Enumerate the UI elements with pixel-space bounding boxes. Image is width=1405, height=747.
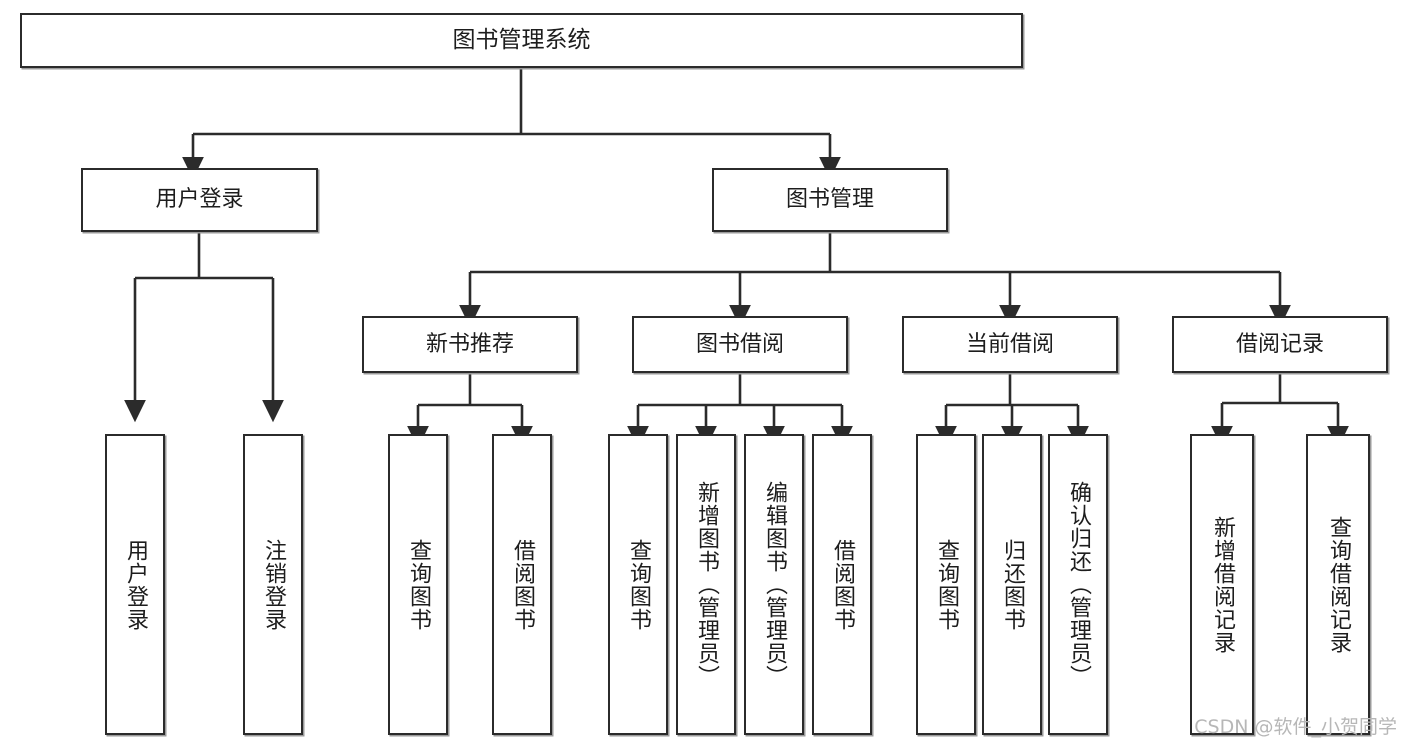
node-book-management[interactable]: 图书管理	[712, 168, 948, 232]
node-root-system[interactable]: 图书管理系统	[20, 13, 1023, 68]
node-label: 确认归还（管理员）	[1065, 481, 1091, 688]
node-leaf-query-book-recommend[interactable]: 查询图书	[388, 434, 448, 735]
node-label: 图书借阅	[695, 331, 784, 357]
node-leaf-user-login[interactable]: 用户登录	[105, 434, 165, 735]
node-label: 当前借阅	[965, 331, 1054, 357]
node-leaf-borrow-book[interactable]: 借阅图书	[812, 434, 872, 735]
node-leaf-query-book-borrow[interactable]: 查询图书	[608, 434, 668, 735]
node-label: 图书管理	[785, 187, 874, 213]
node-label: 编辑图书（管理员）	[761, 481, 787, 688]
node-label: 新增借阅记录	[1209, 515, 1235, 654]
node-label: 用户登录	[155, 187, 244, 213]
node-user-login[interactable]: 用户登录	[81, 168, 318, 232]
node-label: 归还图书	[999, 538, 1025, 631]
node-label: 借阅图书	[829, 538, 855, 631]
node-leaf-query-book-current[interactable]: 查询图书	[916, 434, 976, 735]
node-new-book-recommend[interactable]: 新书推荐	[362, 316, 578, 373]
node-leaf-add-book-admin[interactable]: 新增图书（管理员）	[676, 434, 736, 735]
csdn-watermark: CSDN @软件_小贺同学	[1194, 716, 1397, 738]
node-current-borrow[interactable]: 当前借阅	[902, 316, 1118, 373]
node-leaf-logout[interactable]: 注销登录	[243, 434, 303, 735]
node-label: 图书管理系统	[452, 26, 591, 53]
node-label: 新书推荐	[425, 331, 514, 357]
node-leaf-edit-book-admin[interactable]: 编辑图书（管理员）	[744, 434, 804, 735]
node-book-borrow[interactable]: 图书借阅	[632, 316, 848, 373]
node-label: 查询图书	[933, 538, 959, 631]
node-label: 查询图书	[405, 538, 431, 631]
node-label: 新增图书（管理员）	[693, 481, 719, 688]
node-leaf-confirm-return-admin[interactable]: 确认归还（管理员）	[1048, 434, 1108, 735]
node-borrow-record[interactable]: 借阅记录	[1172, 316, 1388, 373]
node-label: 注销登录	[260, 538, 286, 631]
node-leaf-query-borrow-record[interactable]: 查询借阅记录	[1306, 434, 1370, 735]
node-leaf-add-borrow-record[interactable]: 新增借阅记录	[1190, 434, 1254, 735]
node-label: 查询借阅记录	[1325, 515, 1351, 654]
node-leaf-borrow-book-recommend[interactable]: 借阅图书	[492, 434, 552, 735]
node-label: 查询图书	[625, 538, 651, 631]
node-label: 用户登录	[122, 538, 148, 631]
node-leaf-return-book[interactable]: 归还图书	[982, 434, 1042, 735]
node-label: 借阅图书	[509, 538, 535, 631]
node-label: 借阅记录	[1235, 331, 1324, 357]
